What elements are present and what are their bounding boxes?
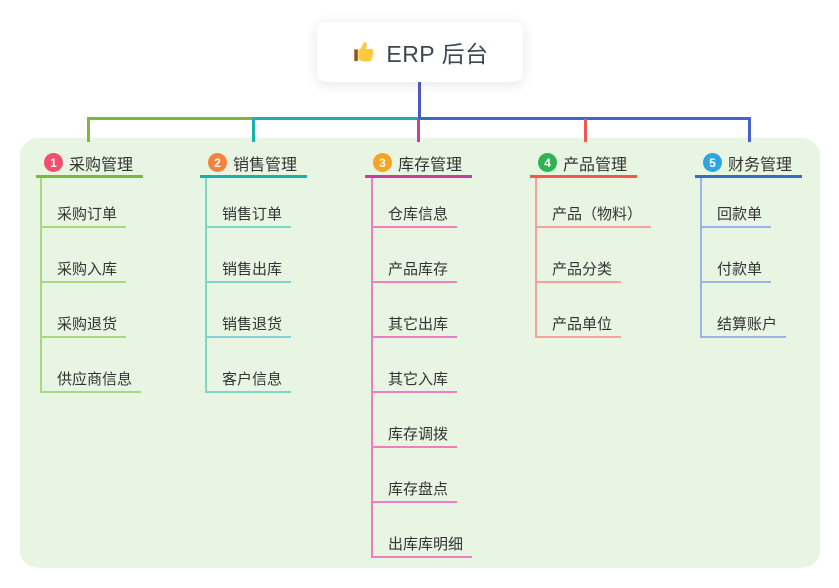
child-node[interactable]: 产品单位 bbox=[535, 310, 622, 338]
child-node[interactable]: 结算账户 bbox=[700, 310, 787, 338]
root-node[interactable]: ERP 后台 bbox=[317, 22, 523, 82]
child-node[interactable]: 库存盘点 bbox=[371, 475, 458, 503]
branch-header-product[interactable]: 4 产品管理 bbox=[530, 150, 638, 178]
child-node[interactable]: 回款单 bbox=[700, 200, 772, 228]
connector-bus-branch1 bbox=[87, 117, 253, 120]
child-node[interactable]: 产品（物料） bbox=[535, 200, 652, 228]
branch-header-sales[interactable]: 2 销售管理 bbox=[200, 150, 308, 178]
connector-drop-branch3 bbox=[417, 119, 420, 142]
connector-root-drop bbox=[418, 82, 421, 119]
connector-drop-branch1 bbox=[87, 117, 90, 142]
child-node[interactable]: 其它出库 bbox=[371, 310, 458, 338]
branch-number-badge: 2 bbox=[208, 153, 227, 172]
branch-label: 产品管理 bbox=[563, 156, 628, 174]
connector-drop-branch2 bbox=[252, 117, 255, 142]
child-node[interactable]: 供应商信息 bbox=[40, 365, 142, 393]
branch-rail-purchase bbox=[40, 178, 42, 393]
child-node[interactable]: 销售退货 bbox=[205, 310, 292, 338]
child-node[interactable]: 付款单 bbox=[700, 255, 772, 283]
branch-label: 销售管理 bbox=[233, 156, 298, 174]
branch-header-purchase[interactable]: 1 采购管理 bbox=[36, 150, 144, 178]
child-node[interactable]: 客户信息 bbox=[205, 365, 292, 393]
child-node[interactable]: 其它入库 bbox=[371, 365, 458, 393]
child-node[interactable]: 采购订单 bbox=[40, 200, 127, 228]
branch-rail-sales bbox=[205, 178, 207, 393]
child-node[interactable]: 采购退货 bbox=[40, 310, 127, 338]
branch-header-finance[interactable]: 5 财务管理 bbox=[695, 150, 803, 178]
child-node[interactable]: 产品分类 bbox=[535, 255, 622, 283]
child-node[interactable]: 库存调拨 bbox=[371, 420, 458, 448]
child-node[interactable]: 采购入库 bbox=[40, 255, 127, 283]
connector-bus-branch5 bbox=[418, 117, 751, 120]
child-node[interactable]: 出库库明细 bbox=[371, 530, 473, 558]
connector-drop-branch5 bbox=[748, 117, 751, 142]
child-node[interactable]: 销售出库 bbox=[205, 255, 292, 283]
branch-header-inventory[interactable]: 3 库存管理 bbox=[365, 150, 473, 178]
branch-label: 采购管理 bbox=[69, 156, 134, 174]
branch-rail-product bbox=[535, 178, 537, 338]
branch-number-badge: 3 bbox=[373, 153, 392, 172]
branch-rail-inventory bbox=[371, 178, 373, 558]
branch-number-badge: 1 bbox=[44, 153, 63, 172]
thumbs-up-icon bbox=[351, 39, 377, 65]
branch-label: 财务管理 bbox=[728, 156, 793, 174]
branch-rail-finance bbox=[700, 178, 702, 338]
root-label: ERP 后台 bbox=[386, 41, 489, 67]
branch-label: 库存管理 bbox=[398, 156, 463, 174]
branch-number-badge: 5 bbox=[703, 153, 722, 172]
branch-number-badge: 4 bbox=[538, 153, 557, 172]
child-node[interactable]: 销售订单 bbox=[205, 200, 292, 228]
connector-bus-branch2 bbox=[252, 117, 418, 120]
branches-panel bbox=[20, 138, 820, 568]
child-node[interactable]: 产品库存 bbox=[371, 255, 458, 283]
child-node[interactable]: 仓库信息 bbox=[371, 200, 458, 228]
connector-drop-branch4 bbox=[584, 119, 587, 142]
